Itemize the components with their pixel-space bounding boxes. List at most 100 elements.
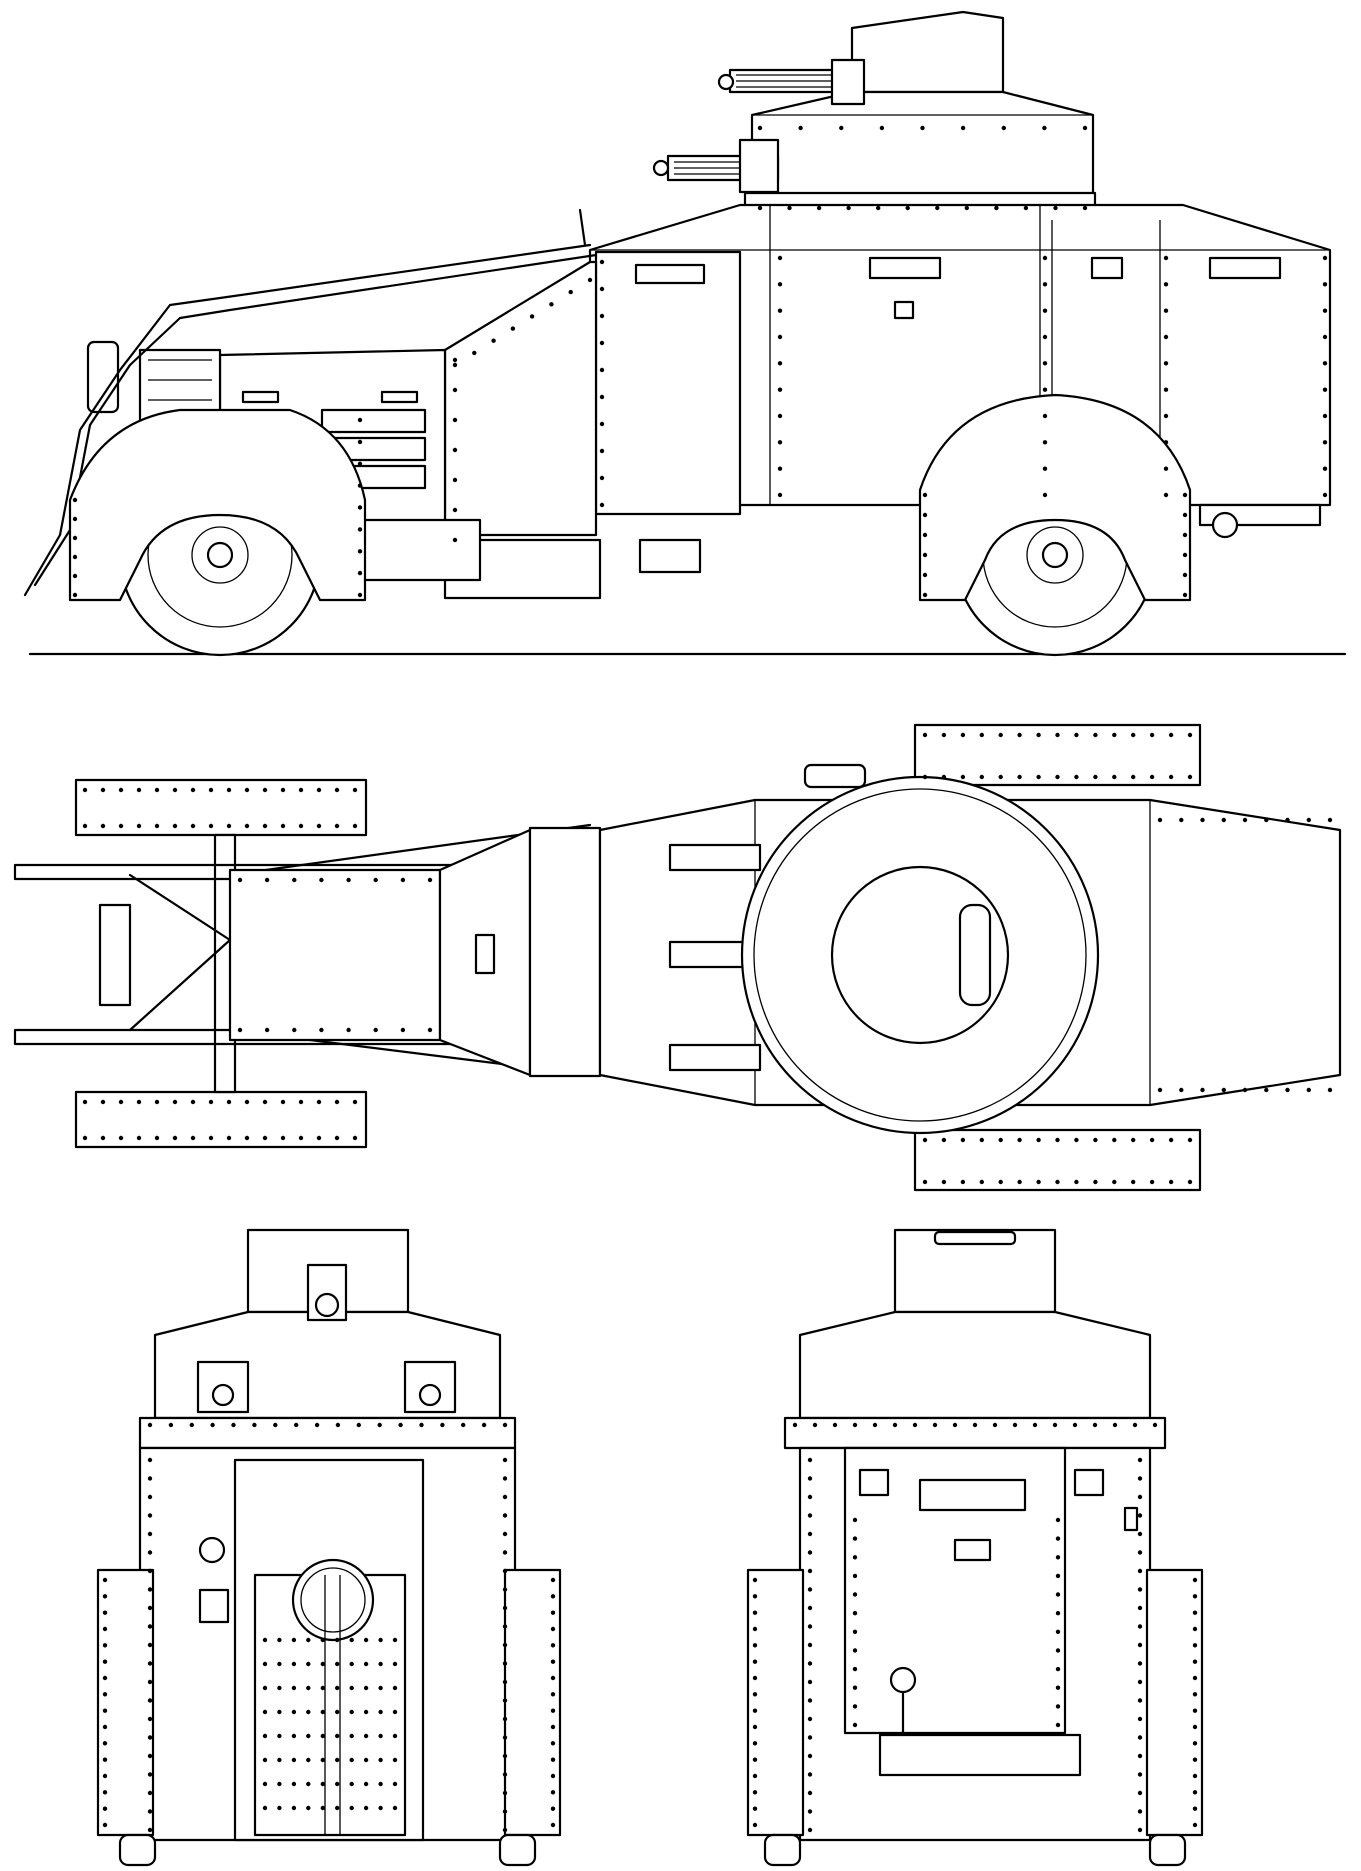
rivet bbox=[1179, 817, 1184, 823]
rivet bbox=[363, 1685, 369, 1691]
front-mudguard bbox=[68, 408, 367, 602]
rivet bbox=[1182, 492, 1188, 498]
front-gun-muzzle bbox=[314, 1292, 340, 1318]
rivet bbox=[912, 1422, 918, 1428]
rivet bbox=[208, 787, 214, 793]
rivet bbox=[960, 1179, 966, 1185]
rivet bbox=[306, 1685, 311, 1691]
front-wheel-left bbox=[96, 1568, 155, 1837]
rivet bbox=[378, 1661, 383, 1667]
top-cupola-hatch bbox=[958, 903, 992, 1007]
rivet bbox=[550, 1790, 556, 1795]
rivet bbox=[1285, 817, 1290, 823]
rivet bbox=[147, 1568, 153, 1574]
rivet bbox=[262, 1781, 268, 1787]
rivet bbox=[1200, 1087, 1205, 1093]
rivet bbox=[357, 417, 363, 423]
rivet bbox=[550, 1626, 556, 1632]
rivet bbox=[102, 1790, 108, 1795]
rivet bbox=[392, 1781, 398, 1787]
rivet bbox=[1221, 817, 1227, 823]
rivet bbox=[136, 1135, 142, 1141]
rivet bbox=[319, 877, 324, 883]
rear-mudguard bbox=[918, 393, 1192, 602]
rivet bbox=[147, 1624, 153, 1629]
headlamp-side bbox=[86, 340, 120, 414]
rivet bbox=[346, 1027, 351, 1033]
rivet bbox=[1179, 1087, 1184, 1093]
rivet bbox=[226, 823, 232, 829]
rivet bbox=[392, 1685, 398, 1691]
door-vision-slit bbox=[634, 263, 706, 285]
rear-wheel-right bbox=[1145, 1568, 1204, 1837]
rivet bbox=[777, 387, 783, 392]
rivet bbox=[72, 535, 78, 541]
rivet bbox=[752, 1724, 758, 1730]
rivet bbox=[599, 421, 605, 427]
rivet bbox=[320, 1757, 325, 1763]
top-hatch bbox=[474, 933, 496, 975]
rivet bbox=[992, 1422, 998, 1428]
front-turret-ring bbox=[138, 1416, 517, 1450]
rivet bbox=[807, 1827, 813, 1833]
rivet bbox=[291, 1733, 297, 1739]
rivet bbox=[154, 823, 160, 829]
rivet bbox=[587, 277, 593, 283]
rivet bbox=[100, 823, 106, 829]
rivet bbox=[363, 1661, 369, 1667]
rivet bbox=[440, 1422, 445, 1428]
rivet bbox=[1264, 817, 1269, 823]
rivet bbox=[777, 334, 783, 340]
rivet bbox=[1192, 1741, 1198, 1746]
rivet bbox=[1137, 1513, 1143, 1518]
rivet bbox=[502, 1624, 508, 1629]
rivet bbox=[262, 1661, 268, 1667]
rivet bbox=[1163, 334, 1169, 340]
turret-body bbox=[750, 90, 1095, 197]
rivet bbox=[291, 1781, 297, 1787]
rivet bbox=[1264, 1087, 1269, 1093]
rivet bbox=[1055, 1704, 1061, 1709]
pistol-port bbox=[893, 300, 915, 320]
rivet bbox=[952, 1422, 958, 1428]
rivet bbox=[1192, 1692, 1198, 1697]
rivet bbox=[1093, 1179, 1098, 1185]
rivet bbox=[356, 1422, 361, 1428]
rivet bbox=[1163, 282, 1169, 287]
rivet bbox=[306, 1733, 311, 1739]
rivet bbox=[147, 1827, 153, 1833]
front-view bbox=[96, 1228, 562, 1867]
rivet bbox=[349, 1685, 354, 1691]
rivet bbox=[1074, 1137, 1079, 1143]
rivet bbox=[807, 1624, 813, 1629]
rivet bbox=[777, 361, 783, 366]
rivet bbox=[277, 1805, 282, 1811]
rivet bbox=[1082, 205, 1088, 211]
rivet bbox=[1163, 308, 1169, 313]
rivet bbox=[277, 1781, 282, 1787]
rivet bbox=[1137, 1457, 1143, 1463]
rivet bbox=[82, 1099, 88, 1105]
rivet bbox=[599, 259, 605, 265]
top-gun-1 bbox=[668, 843, 762, 872]
rivet bbox=[320, 1637, 325, 1643]
rivet bbox=[550, 1610, 556, 1615]
rivet bbox=[452, 357, 458, 363]
rivet bbox=[1187, 732, 1193, 738]
rivet bbox=[807, 1531, 813, 1537]
top-headlamp bbox=[98, 903, 132, 1007]
rivet bbox=[1137, 1735, 1143, 1740]
rivet bbox=[1055, 1179, 1060, 1185]
rivet bbox=[852, 1555, 858, 1560]
rivet bbox=[427, 1027, 433, 1033]
rivet bbox=[1036, 774, 1041, 780]
rivet bbox=[1187, 1137, 1193, 1143]
rivet bbox=[960, 774, 966, 780]
rivet bbox=[807, 1661, 813, 1666]
rivet bbox=[502, 1568, 508, 1574]
rivet bbox=[320, 1685, 325, 1691]
rivet bbox=[237, 877, 243, 883]
rivet bbox=[1112, 774, 1117, 780]
rivet bbox=[922, 732, 928, 738]
